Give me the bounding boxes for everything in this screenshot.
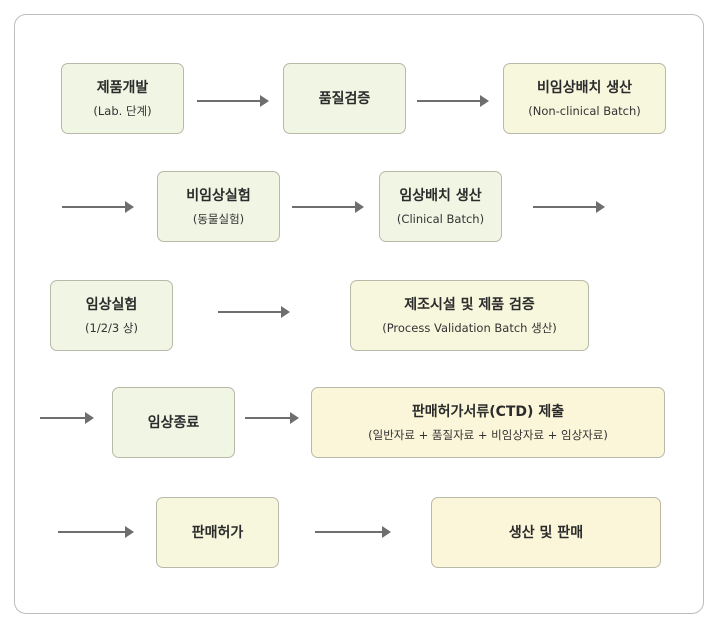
step-title: 제조시설 및 제품 검증	[404, 296, 535, 313]
step-process-validation: 제조시설 및 제품 검증 (Process Validation Batch 생…	[350, 280, 589, 351]
step-subtitle: (Non-clinical Batch)	[528, 103, 641, 118]
arrow-right	[58, 526, 134, 538]
step-ctd-submission: 판매허가서류(CTD) 제출 (일반자료 + 품질자료 + 비임상자료 + 임상…	[311, 387, 665, 458]
step-clinical-end: 임상종료	[112, 387, 235, 458]
step-subtitle: (Lab. 단계)	[93, 103, 152, 118]
arrow-right	[62, 201, 134, 213]
step-product-development: 제품개발 (Lab. 단계)	[61, 63, 184, 134]
step-title: 품질검증	[318, 90, 371, 107]
step-subtitle: (동물실험)	[192, 211, 245, 226]
step-title: 임상종료	[147, 414, 200, 431]
arrow-right	[315, 526, 391, 538]
step-title: 임상배치 생산	[399, 187, 482, 204]
step-clinical-batch-production: 임상배치 생산 (Clinical Batch)	[379, 171, 502, 242]
arrow-right	[245, 412, 299, 424]
step-nonclinical-batch-production: 비임상배치 생산 (Non-clinical Batch)	[503, 63, 666, 134]
step-title: 판매허가	[191, 524, 244, 541]
step-quality-verification: 품질검증	[283, 63, 406, 134]
step-title: 비임상실험	[186, 187, 251, 204]
step-clinical-trial: 임상실험 (1/2/3 상)	[50, 280, 173, 351]
step-title: 비임상배치 생산	[536, 79, 633, 96]
arrow-right	[292, 201, 364, 213]
step-sales-approval: 판매허가	[156, 497, 279, 568]
step-title: 생산 및 판매	[508, 524, 584, 541]
arrow-right	[533, 201, 605, 213]
step-subtitle: (Process Validation Batch 생산)	[382, 320, 557, 335]
step-subtitle: (일반자료 + 품질자료 + 비임상자료 + 임상자료)	[368, 427, 608, 442]
step-subtitle: (Clinical Batch)	[396, 211, 485, 226]
step-title: 판매허가서류(CTD) 제출	[411, 403, 565, 420]
step-title: 임상실험	[85, 296, 138, 313]
arrow-right	[40, 412, 94, 424]
step-subtitle: (1/2/3 상)	[85, 320, 138, 335]
step-production-and-sales: 생산 및 판매	[431, 497, 661, 568]
arrow-right	[197, 95, 269, 107]
arrow-right	[417, 95, 489, 107]
step-title: 제품개발	[96, 79, 149, 96]
step-nonclinical-test: 비임상실험 (동물실험)	[157, 171, 280, 242]
arrow-right	[218, 306, 290, 318]
